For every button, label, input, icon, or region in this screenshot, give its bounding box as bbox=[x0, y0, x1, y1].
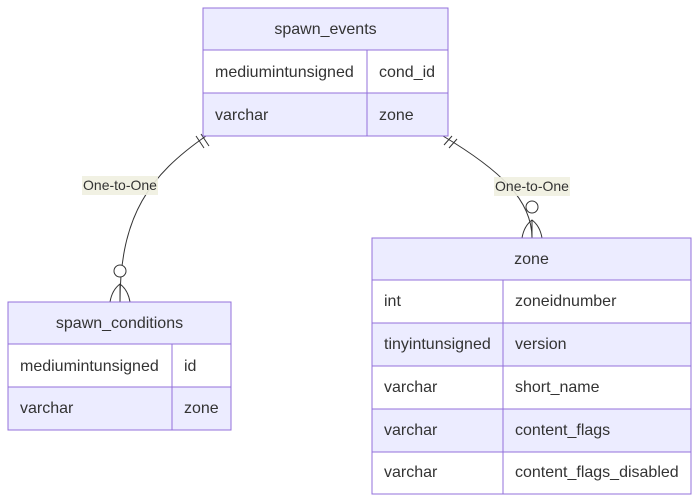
entity-title: spawn_conditions bbox=[56, 315, 183, 332]
attribute-type: varchar bbox=[384, 379, 438, 396]
relationship-label-bg bbox=[82, 176, 158, 195]
cardinality-many-mark bbox=[109, 283, 131, 303]
attribute-name: content_flags_disabled bbox=[515, 464, 679, 481]
attribute-row bbox=[7, 343, 232, 388]
attribute-name: content_flags bbox=[515, 422, 610, 439]
entity-spawn-events[interactable]: spawn_events mediumintunsigned cond_id v… bbox=[202, 7, 449, 137]
cardinality-one-mark bbox=[443, 135, 453, 146]
attribute-type: varchar bbox=[384, 464, 438, 481]
entity-spawn-conditions[interactable]: spawn_conditions mediumintunsigned id va… bbox=[7, 301, 232, 431]
relationship-line bbox=[119, 135, 207, 303]
relationship-label-bg bbox=[494, 177, 570, 196]
attribute-type: mediumintunsigned bbox=[215, 64, 354, 81]
cardinality-zero-mark bbox=[113, 264, 127, 278]
cardinality-one-mark bbox=[195, 135, 205, 149]
attribute-type: varchar bbox=[215, 107, 269, 124]
entity-zone[interactable]: zone int zoneidnumber tinyintunsigned ve… bbox=[371, 237, 692, 495]
entity-title: spawn_events bbox=[274, 21, 376, 38]
entity-header bbox=[371, 237, 692, 281]
entity-header bbox=[7, 301, 232, 345]
cardinality-one-mark bbox=[448, 138, 458, 149]
attribute-type: varchar bbox=[384, 422, 438, 439]
attribute-name: short_name bbox=[515, 379, 600, 396]
attribute-type: int bbox=[384, 293, 401, 310]
attribute-name: zoneidnumber bbox=[515, 293, 617, 310]
cardinality-one-mark bbox=[200, 133, 210, 147]
attribute-name: zone bbox=[379, 107, 414, 124]
entity-title: zone bbox=[514, 251, 549, 268]
attribute-name: id bbox=[184, 358, 196, 375]
attribute-row bbox=[371, 408, 692, 453]
attribute-row bbox=[371, 322, 692, 367]
attribute-name: zone bbox=[184, 400, 219, 417]
cardinality-many-mark bbox=[521, 219, 543, 239]
attribute-type: mediumintunsigned bbox=[20, 358, 159, 375]
relationship-spawn-events-spawn-conditions: One-to-One bbox=[82, 133, 210, 303]
attribute-type: varchar bbox=[20, 400, 74, 417]
attribute-row bbox=[202, 49, 449, 94]
relationship-label: One-to-One bbox=[495, 178, 569, 194]
attribute-name: version bbox=[515, 336, 567, 353]
attribute-type: tinyintunsigned bbox=[384, 336, 491, 353]
attribute-row bbox=[7, 386, 232, 431]
relationship-label: One-to-One bbox=[83, 177, 157, 193]
attribute-row bbox=[371, 451, 692, 495]
cardinality-zero-mark bbox=[525, 200, 539, 214]
attribute-name: cond_id bbox=[379, 64, 435, 81]
attribute-row bbox=[371, 365, 692, 410]
attribute-row bbox=[202, 92, 449, 137]
relationship-spawn-events-zone: One-to-One bbox=[442, 135, 570, 239]
